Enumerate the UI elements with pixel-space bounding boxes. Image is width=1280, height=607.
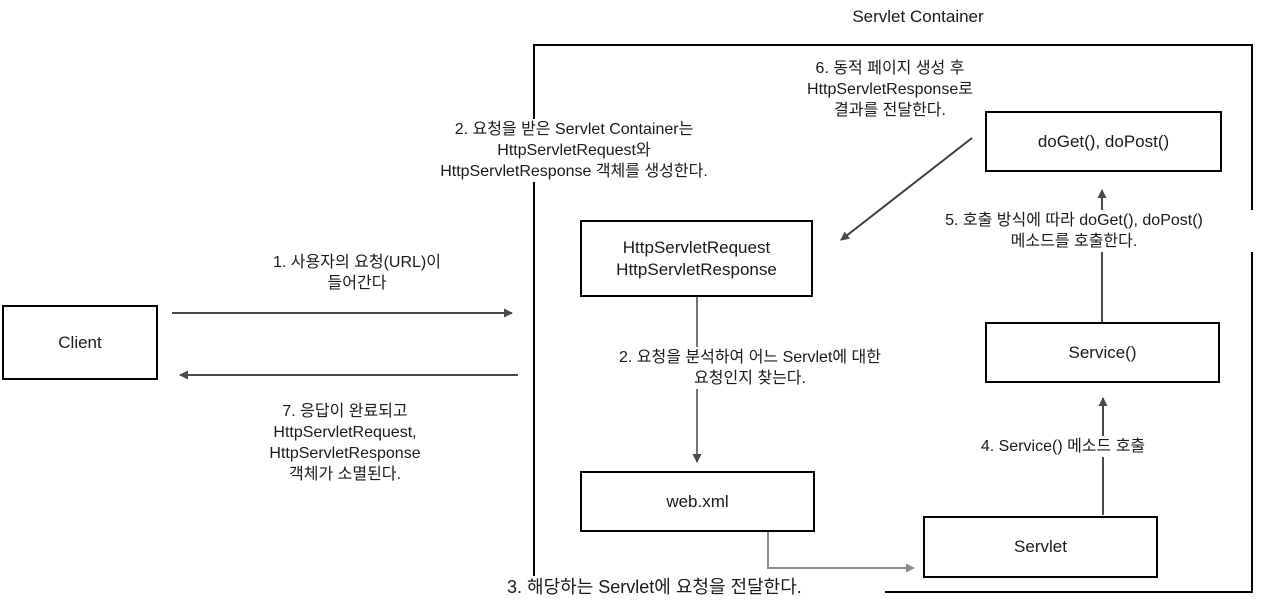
servlet-container-boundary xyxy=(533,44,1253,593)
client-node-label: Client xyxy=(58,332,102,352)
web-xml-node: web.xml xyxy=(580,471,815,532)
doget-dopost-node-label: doGet(), doPost() xyxy=(1037,131,1170,151)
step2-analyze-label: 2. 요청을 분석하여 어느 Servlet에 대한 요청인지 찾는다. xyxy=(553,347,947,390)
service-node-label: Service() xyxy=(1068,342,1137,362)
step5-label: 5. 호출 방식에 따라 doGet(), doPost() 메소드를 호출한다… xyxy=(888,210,1260,253)
step1-label: 1. 사용자의 요청(URL)이 들어간다 xyxy=(273,254,441,293)
diagram-title: Servlet Container xyxy=(852,7,984,26)
client-node: Client xyxy=(2,305,158,380)
doget-dopost-node: doGet(), doPost() xyxy=(985,111,1222,172)
step7-label: 7. 응답이 완료되고 HttpServletRequest, HttpServ… xyxy=(269,403,421,484)
request-response-node: HttpServletRequest HttpServletResponse xyxy=(580,220,813,297)
step4-label: 4. Service() 메소드 호출 xyxy=(938,436,1188,458)
arrow-step6 xyxy=(840,137,973,241)
service-node: Service() xyxy=(985,322,1220,383)
step3-label: 3. 해당하는 Servlet에 요청을 전달한다. xyxy=(507,576,885,600)
step2-create-label: 2. 요청을 받은 Servlet Container는 HttpServlet… xyxy=(393,119,755,183)
servlet-node-label: Servlet xyxy=(1014,537,1067,557)
arrow-step3 xyxy=(767,532,915,573)
servlet-node: Servlet xyxy=(923,516,1158,578)
step6-label: 6. 동적 페이지 생성 후 HttpServletResponse로 결과를 … xyxy=(807,60,973,120)
request-response-node-label: HttpServletRequest HttpServletResponse xyxy=(616,238,777,279)
web-xml-node-label: web.xml xyxy=(666,491,729,511)
